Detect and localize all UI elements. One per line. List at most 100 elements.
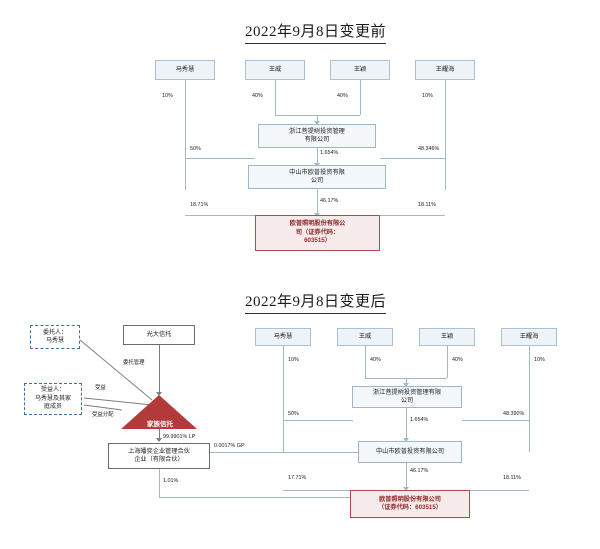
bottom-shareholder-4: 王耀海 [501, 328, 557, 346]
bottom-line-mid1-in [406, 378, 407, 385]
bottom-mid-node-1: 浙江菩提树投资管理有限 公司 [352, 386, 462, 408]
pct-partnership-gp: 0.0017% GP [214, 443, 245, 449]
top-pct-mid2-company: 46.17% [320, 198, 339, 204]
top-shareholder-2: 王威 [245, 60, 305, 80]
bottom-pct-sh4-mid2: 48.390% [503, 411, 525, 417]
bottom-pct-sh4-company: 18.11% [503, 475, 521, 481]
bottom-shareholder-1-label: 马秀慧 [273, 332, 293, 340]
bottom-pct-sh1-mid2: 50% [288, 411, 299, 417]
top-line-mid2-company [317, 189, 318, 215]
top-mid-node-2-label: 中山市欧普投资有限 公司 [289, 168, 345, 184]
top-line-sh2-down [275, 80, 276, 115]
partnership-node: 上海皤奕企业管理合伙 企业（有限合伙） [108, 443, 210, 469]
trust-label-distribute: 受益分配 [92, 412, 114, 418]
bottom-arrow-company-center [403, 487, 409, 491]
section-title-after-text: 2022年9月8日变更后 [245, 290, 387, 314]
bottom-mid-node-2-label: 中山市欧普投资有限公司 [375, 447, 445, 455]
top-pct-sh3: 40% [337, 93, 348, 99]
bottom-line-sh3-down [447, 346, 448, 378]
top-shareholder-4: 王耀海 [415, 60, 475, 80]
section-title-before: 2022年9月8日变更前 [245, 20, 387, 44]
top-pct-sh2: 40% [252, 93, 263, 99]
top-shareholder-3: 王颖 [330, 60, 390, 80]
bottom-pct-sh4: 10% [534, 357, 545, 363]
bottom-line-sh1-down [283, 346, 284, 452]
section-title-before-text: 2022年9月8日变更前 [245, 20, 387, 44]
top-shareholder-1: 马秀慧 [155, 60, 215, 80]
bottom-shareholder-2: 王威 [337, 328, 393, 346]
bottom-pct-sh1-company: 17.71% [288, 475, 307, 481]
line-partnership-to-mid2 [210, 452, 358, 453]
top-shareholder-3-label: 王颖 [353, 65, 367, 73]
beneficiary-label: 受益人： 马秀慧及其家 庭成员 [34, 387, 71, 411]
top-pct-sh1-company: 18.71% [190, 202, 209, 208]
bottom-pct-mid1-mid2: 1.654% [410, 417, 429, 423]
top-line-sh1-down [185, 80, 186, 190]
section-title-after: 2022年9月8日变更后 [245, 290, 387, 314]
top-pct-sh4-mid2: 48.346% [418, 146, 440, 152]
top-pct-sh1-mid2: 50% [190, 146, 201, 152]
top-mid-node-2: 中山市欧普投资有限 公司 [248, 165, 386, 189]
top-shareholder-2-label: 王威 [268, 65, 282, 73]
line-trust-to-partnership [159, 429, 160, 441]
family-trust-triangle [121, 395, 197, 429]
bottom-shareholder-3-label: 王颖 [440, 332, 454, 340]
top-listed-company-label: 欧普照明股份有限公 司（证券代码： 603515） [289, 220, 346, 245]
bottom-mid-node-2: 中山市欧普投资有限公司 [358, 441, 462, 463]
pct-trust-partnership: 99.9901% LP [163, 434, 196, 440]
bottom-line-left-into-mid2 [283, 420, 353, 421]
pct-partnership-company: 1.01% [163, 478, 179, 484]
top-pct-sh1: 10% [162, 93, 173, 99]
top-line-right-into-company [375, 215, 445, 216]
bottom-line-mid1-mid2 [406, 408, 407, 441]
bottom-arrow-mid1 [403, 383, 409, 387]
top-line-right-into-mid2 [380, 158, 445, 159]
bottom-line-sh2-down [365, 346, 366, 378]
top-line-mid1-in [317, 115, 318, 123]
line-trustee-to-trust [159, 345, 160, 395]
bottom-pct-sh2: 40% [370, 357, 381, 363]
top-line-sh3-down [360, 80, 361, 115]
bottom-listed-company-label: 欧普照明股份有限公司 （证券代码：603515） [378, 495, 442, 511]
partnership-label: 上海皤奕企业管理合伙 企业（有限合伙） [128, 447, 190, 463]
bottom-line-sh4-down [529, 346, 530, 452]
trust-label-benefit: 受益 [95, 385, 106, 391]
top-shareholder-1-label: 马秀慧 [175, 65, 195, 73]
arrow-trust [156, 392, 162, 396]
top-arrow-mid1 [314, 121, 320, 125]
top-shareholder-4-label: 王耀海 [435, 65, 455, 73]
bottom-pct-sh1: 10% [288, 357, 299, 363]
bottom-pct-mid2-company: 46.17% [410, 468, 429, 474]
trust-label-manage: 委托管理 [123, 360, 145, 366]
settlor-box: 委托人： 马秀慧 [30, 325, 80, 349]
settlor-label: 委托人： 马秀慧 [42, 329, 67, 344]
bottom-line-mid2-company [406, 463, 407, 490]
line-partnership-to-company [159, 497, 359, 498]
bottom-shareholder-1: 马秀慧 [255, 328, 311, 346]
bottom-mid-node-1-label: 浙江菩提树投资管理有限 公司 [372, 388, 442, 404]
line-partnership-down [159, 469, 160, 497]
top-mid-node-1-label: 浙江菩提树投资管理 有限公司 [289, 127, 345, 143]
top-pct-mid1-mid2: 1.654% [320, 150, 339, 156]
family-trust-label: 家族信托 [147, 421, 173, 428]
bottom-pct-sh3: 40% [452, 357, 463, 363]
arrow-partnership [156, 438, 162, 442]
top-line-left-into-company [185, 215, 260, 216]
top-pct-sh4-company: 18.11% [418, 202, 436, 208]
top-line-left-into-mid2 [185, 158, 255, 159]
bottom-shareholder-3: 王颖 [419, 328, 475, 346]
beneficiary-box: 受益人： 马秀慧及其家 庭成员 [24, 383, 82, 415]
bottom-line-right-into-company [455, 490, 529, 491]
bottom-shareholder-4-label: 王耀海 [519, 332, 539, 340]
bottom-arrow-mid2-center [403, 438, 409, 442]
top-line-sh4-down [445, 80, 446, 190]
bottom-shareholder-2-label: 王威 [358, 332, 372, 340]
top-pct-sh4: 10% [422, 93, 433, 99]
top-mid-node-1: 浙江菩提树投资管理 有限公司 [258, 124, 376, 148]
top-listed-company-node: 欧普照明股份有限公 司（证券代码： 603515） [255, 215, 380, 251]
bottom-listed-company-node: 欧普照明股份有限公司 （证券代码：603515） [350, 490, 470, 518]
bottom-line-right-into-mid2 [462, 420, 529, 421]
trustee-node: 光大信托 [123, 325, 195, 345]
